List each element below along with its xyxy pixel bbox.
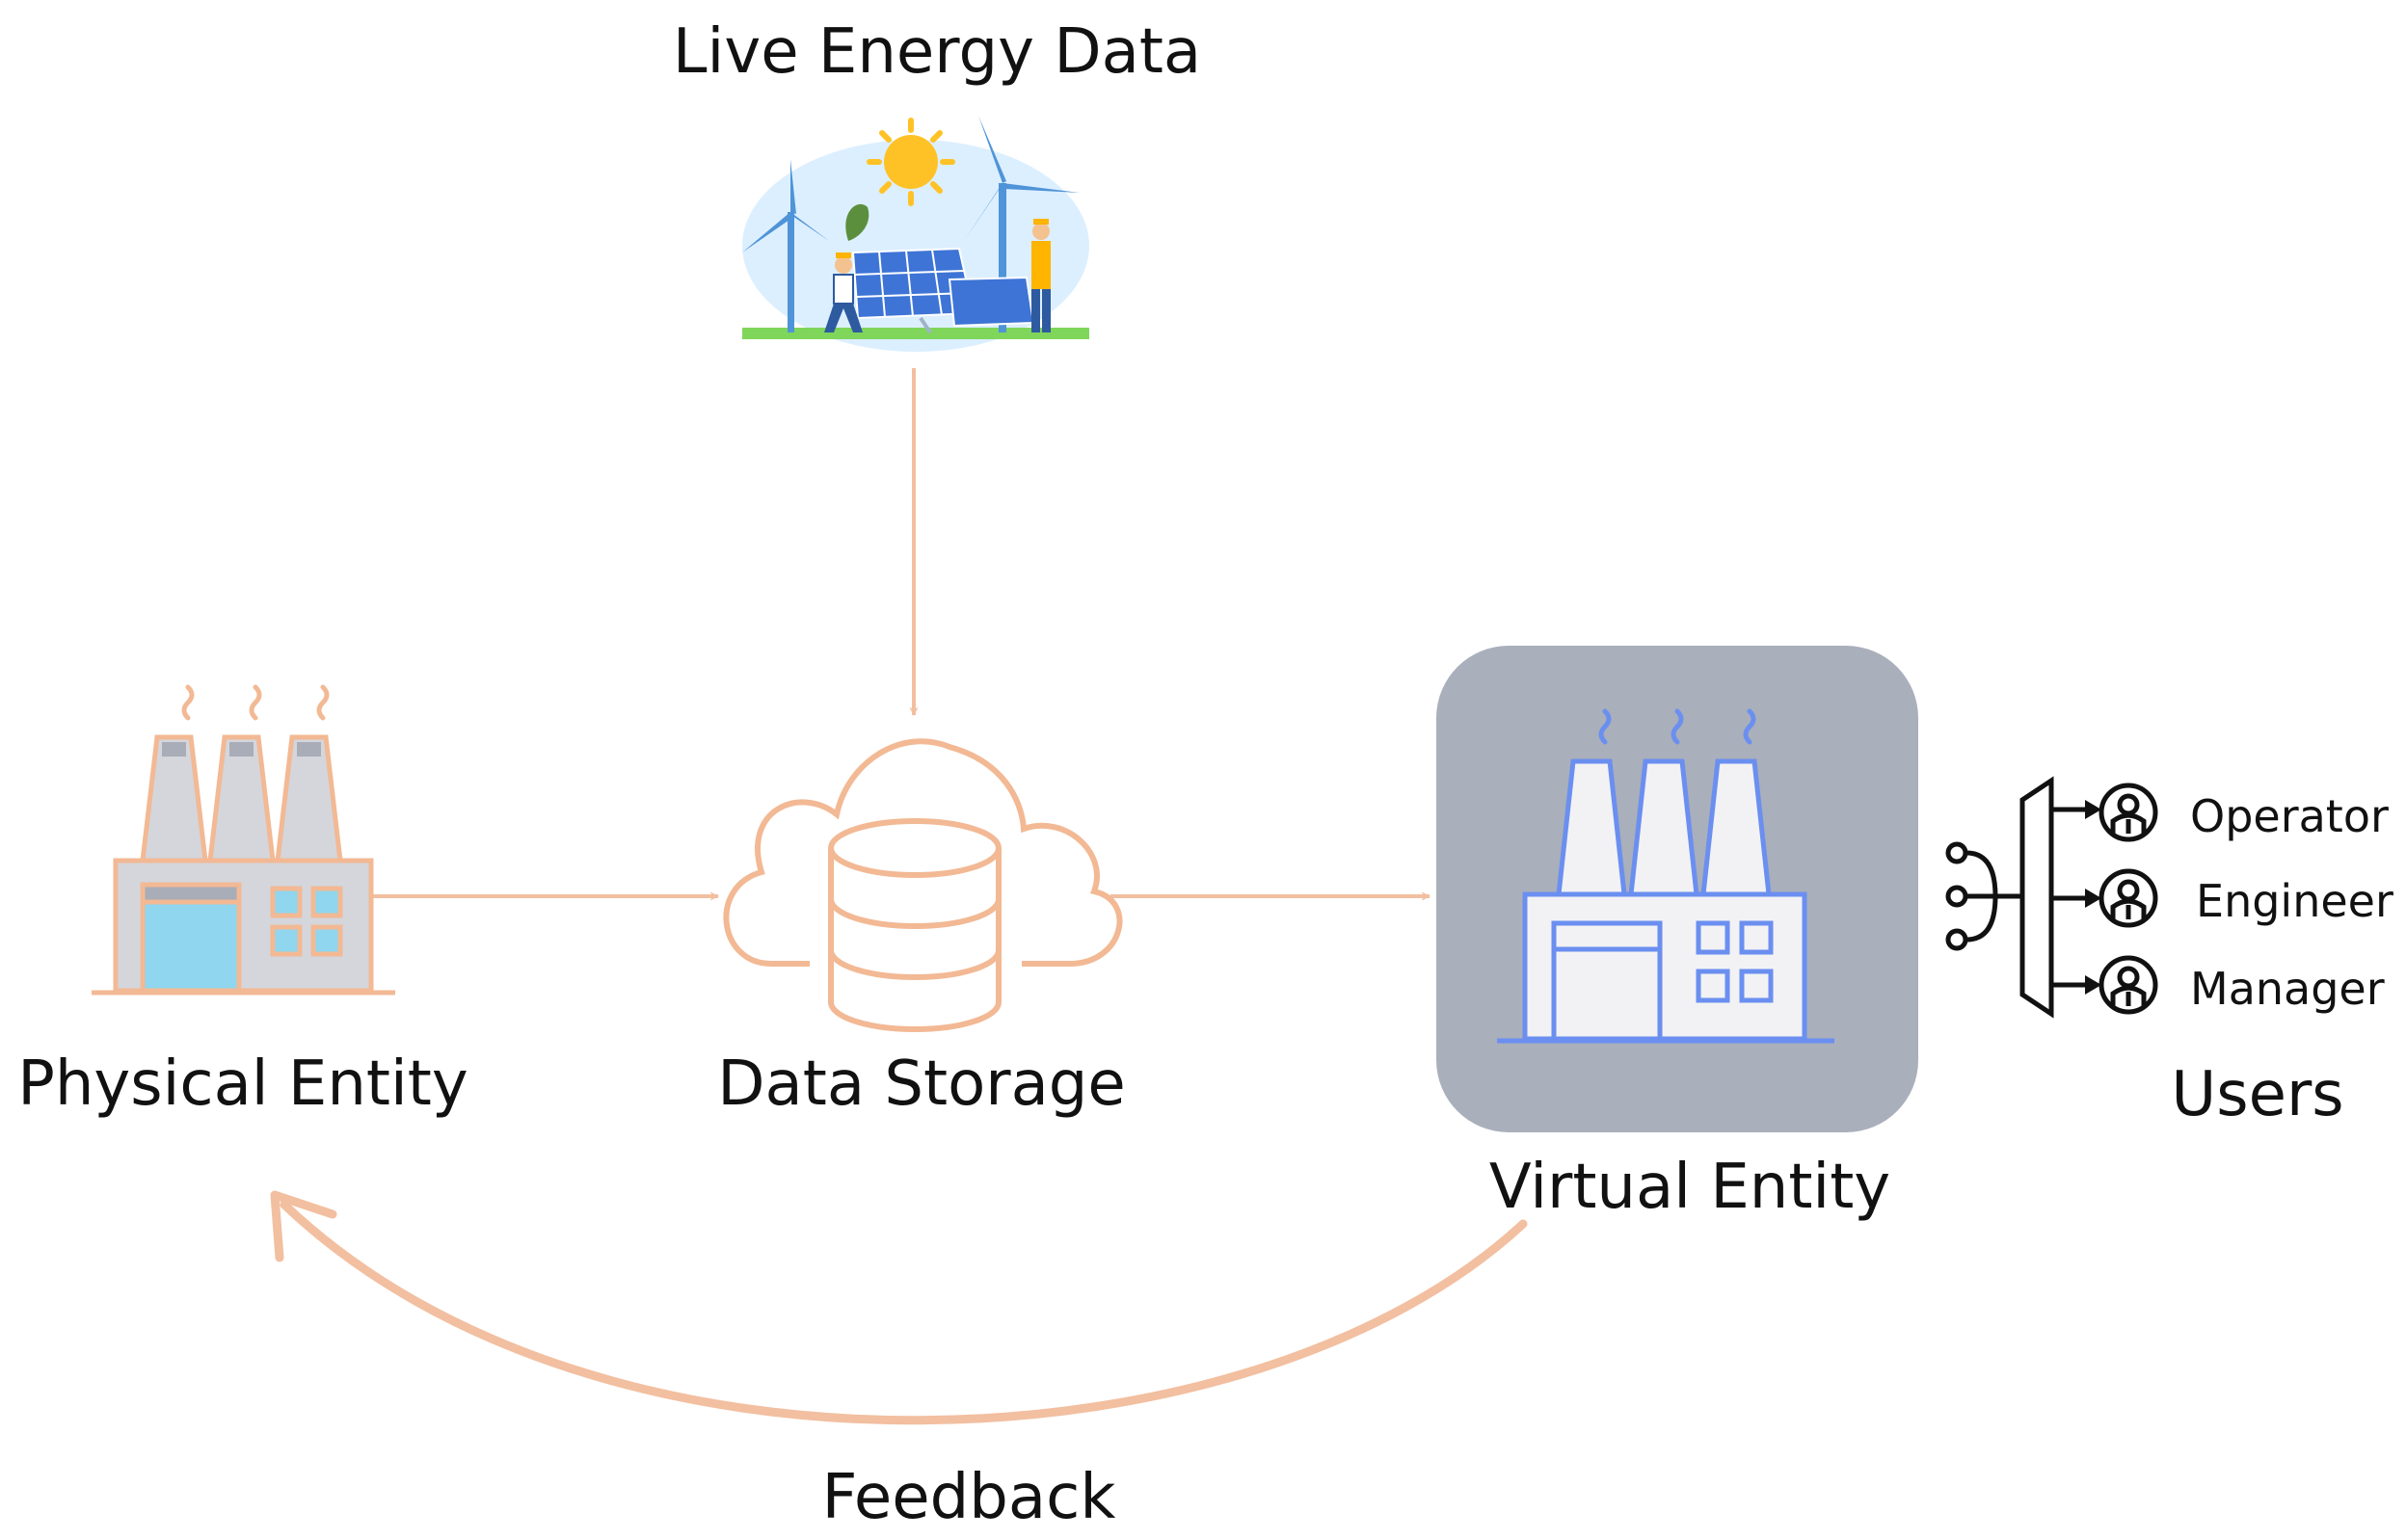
physical-entity-label: Physical Entity [17,1049,468,1120]
physical-factory-icon [92,684,395,996]
virtual-entity-label: Virtual Entity [1488,1152,1891,1223]
worker-figure [1031,219,1051,332]
user-circle-icon [2099,955,2158,1015]
user-circle-icon [2099,868,2158,928]
virtual-factory-icon [1497,708,1834,1044]
live-energy-data-label: Live Energy Data [672,16,1202,88]
wind-turbine-icon [964,116,1080,332]
wind-turbine-icon [742,159,829,332]
user-role-manager: Manager [2190,963,2385,1015]
feedback-label: Feedback [821,1462,1116,1533]
flow-arrows [371,368,1430,901]
multiplexer-icon [1945,776,2101,1019]
solar-panel-icon [851,247,1035,334]
data-storage-label: Data Storage [717,1049,1126,1120]
user-circle-icon [2099,783,2158,842]
feedback-arrow [270,1190,1528,1425]
user-role-engineer: Engineer [2196,875,2393,927]
cloud-database-icon [723,738,1123,1032]
sun-icon [867,118,955,206]
users-label: Users [2171,1059,2344,1130]
live-energy-illustration [742,116,1089,352]
user-role-operator: Operator [2190,790,2389,842]
worker-figure [824,252,863,332]
